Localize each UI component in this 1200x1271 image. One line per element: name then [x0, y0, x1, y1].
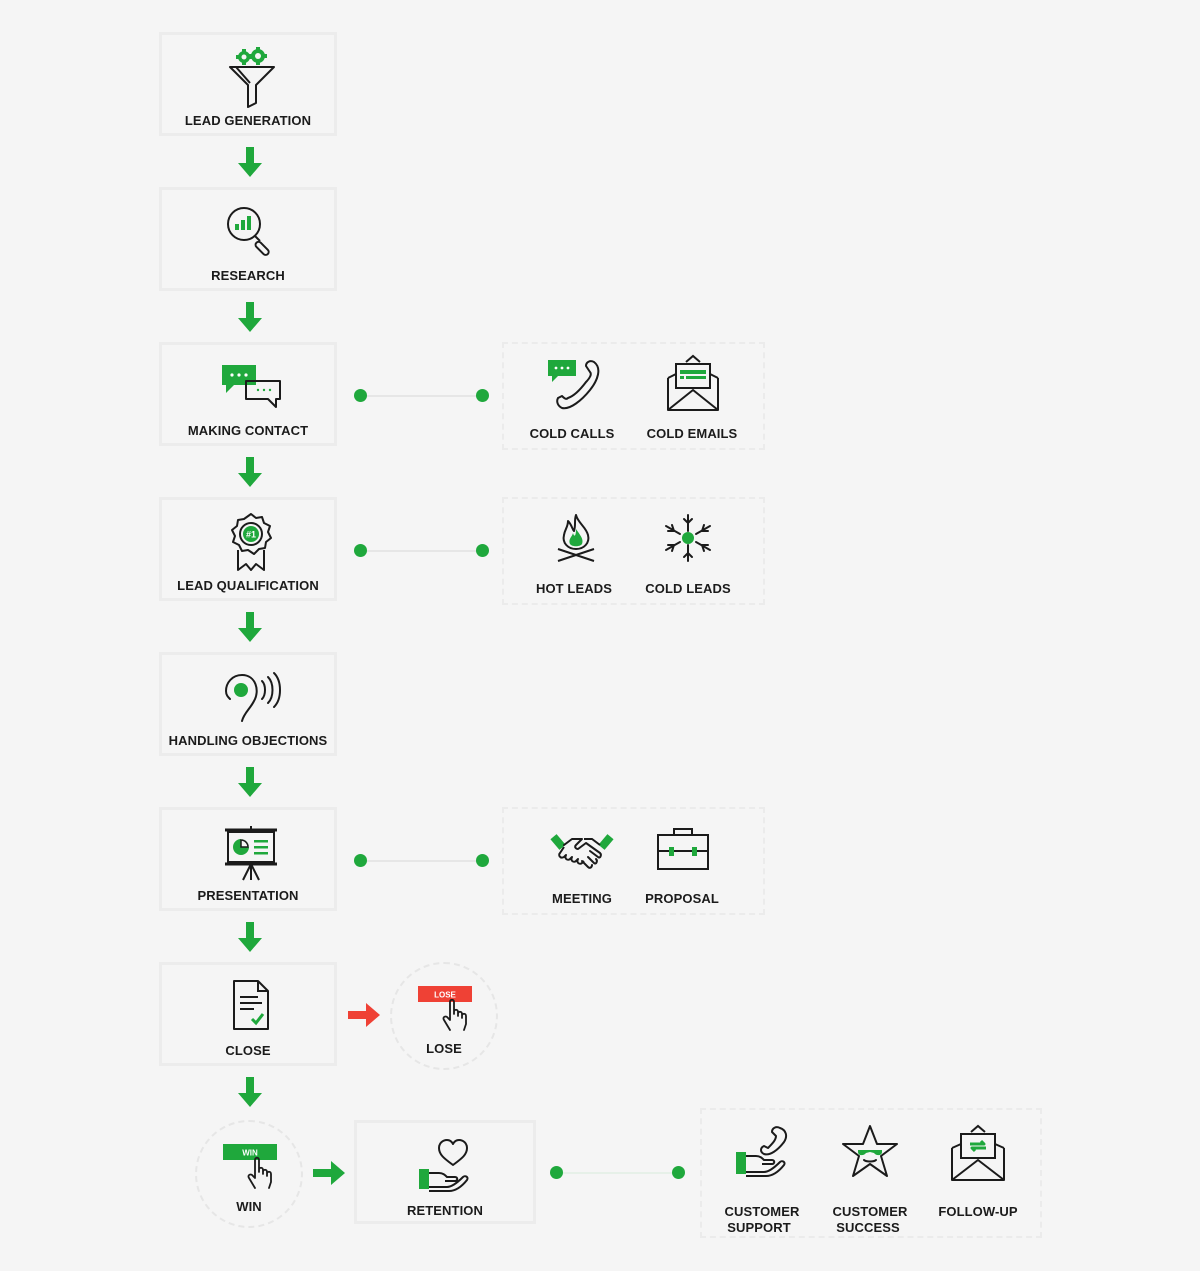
hand-heart-icon: [419, 1139, 469, 1192]
step-close: CLOSE: [159, 962, 337, 1066]
briefcase-icon: [657, 828, 709, 870]
down-arrow: [238, 922, 262, 952]
step-retention: RETENTION: [354, 1120, 536, 1224]
fire-icon: [557, 514, 595, 562]
hand-click-icon: WIN: [223, 1144, 277, 1189]
connector-line: [367, 395, 476, 397]
connector-dot: [672, 1166, 685, 1179]
star-icon: [842, 1125, 898, 1177]
hand-phone-icon: [736, 1126, 788, 1177]
step-label: MAKING CONTACT: [187, 423, 309, 438]
svg-text:#1: #1: [246, 530, 256, 540]
contact-methods-group: COLD CALLS COLD EMAILS: [502, 342, 765, 450]
step-research: RESEARCH: [159, 187, 337, 291]
step-label: LEAD GENERATION: [184, 113, 312, 128]
proposal-item: PROPOSAL: [632, 819, 732, 911]
customer-support-label-2: SUPPORT: [727, 1220, 791, 1235]
follow-up-label: FOLLOW-UP: [938, 1204, 1018, 1219]
cold-emails-item: COLD EMAILS: [642, 354, 742, 446]
down-arrow: [238, 767, 262, 797]
ear-sound-icon: [224, 672, 281, 722]
presentation-items-group: MEETING PROPOSAL: [502, 807, 765, 915]
right-arrow-red: [348, 1003, 380, 1027]
funnel-gears-icon: [229, 47, 275, 108]
down-arrow: [238, 147, 262, 177]
customer-support-label-1: CUSTOMER: [724, 1204, 800, 1219]
step-lead-generation: LEAD GENERATION: [159, 32, 337, 136]
down-arrow: [238, 1077, 262, 1107]
step-label: PRESENTATION: [197, 888, 299, 903]
presentation-board-icon: [225, 826, 277, 881]
hand-click-icon: LOSE: [418, 986, 472, 1031]
hot-leads-label: HOT LEADS: [535, 581, 612, 596]
meeting-item: MEETING: [532, 819, 632, 911]
retention-items-group: CUSTOMER SUPPORT CUSTOMER SUCCESS FOLLOW…: [700, 1108, 1042, 1238]
phone-chat-icon: [548, 360, 600, 410]
cold-leads-item: COLD LEADS: [638, 509, 738, 601]
outcome-label: WIN: [236, 1199, 262, 1214]
connector-dot: [354, 854, 367, 867]
step-making-contact: MAKING CONTACT: [159, 342, 337, 446]
cold-emails-label: COLD EMAILS: [646, 426, 738, 441]
connector-dot: [550, 1166, 563, 1179]
hot-leads-item: HOT LEADS: [524, 509, 624, 601]
cold-leads-label: COLD LEADS: [645, 581, 731, 596]
snowflake-icon: [665, 514, 711, 562]
connector-line: [563, 1172, 672, 1174]
win-tag-text: WIN: [242, 1149, 258, 1158]
connector-line: [367, 550, 476, 552]
envelope-letter-icon: [667, 354, 719, 411]
down-arrow: [238, 457, 262, 487]
outcome-lose: LOSE LOSE: [390, 962, 498, 1070]
connector-line: [367, 860, 476, 862]
document-check-icon: [233, 980, 269, 1030]
outcome-label: LOSE: [426, 1041, 462, 1056]
connector-dot: [476, 389, 489, 402]
outcome-win: WIN WIN: [195, 1120, 303, 1228]
step-presentation: PRESENTATION: [159, 807, 337, 911]
cold-calls-item: COLD CALLS: [522, 354, 622, 446]
cold-calls-label: COLD CALLS: [529, 426, 615, 441]
step-lead-qualification: #1 LEAD QUALIFICATION: [159, 497, 337, 601]
connector-dot: [476, 854, 489, 867]
customer-support-item: CUSTOMER SUPPORT: [712, 1120, 812, 1235]
magnifier-chart-icon: [227, 207, 270, 256]
proposal-label: PROPOSAL: [645, 891, 719, 906]
customer-success-item: CUSTOMER SUCCESS: [820, 1120, 920, 1235]
down-arrow: [238, 612, 262, 642]
award-badge-icon: #1: [231, 513, 272, 571]
connector-dot: [476, 544, 489, 557]
step-handling-objections: HANDLING OBJECTIONS: [159, 652, 337, 756]
step-label: RETENTION: [406, 1203, 483, 1218]
step-label: CLOSE: [225, 1043, 271, 1058]
right-arrow: [313, 1161, 345, 1185]
chat-bubbles-icon: [222, 365, 281, 408]
lead-types-group: HOT LEADS COLD LEADS: [502, 497, 765, 605]
connector-dot: [354, 544, 367, 557]
step-label: RESEARCH: [211, 268, 285, 283]
down-arrow: [238, 302, 262, 332]
step-label: LEAD QUALIFICATION: [177, 578, 319, 593]
envelope-refresh-icon: [951, 1124, 1005, 1181]
customer-success-label-1: CUSTOMER: [832, 1204, 908, 1219]
meeting-label: MEETING: [552, 891, 612, 906]
step-label: HANDLING OBJECTIONS: [168, 733, 328, 748]
handshake-icon: [550, 834, 614, 869]
follow-up-item: FOLLOW-UP: [928, 1120, 1028, 1230]
lose-tag-text: LOSE: [434, 991, 456, 1000]
customer-success-label-2: SUCCESS: [836, 1220, 900, 1235]
connector-dot: [354, 389, 367, 402]
